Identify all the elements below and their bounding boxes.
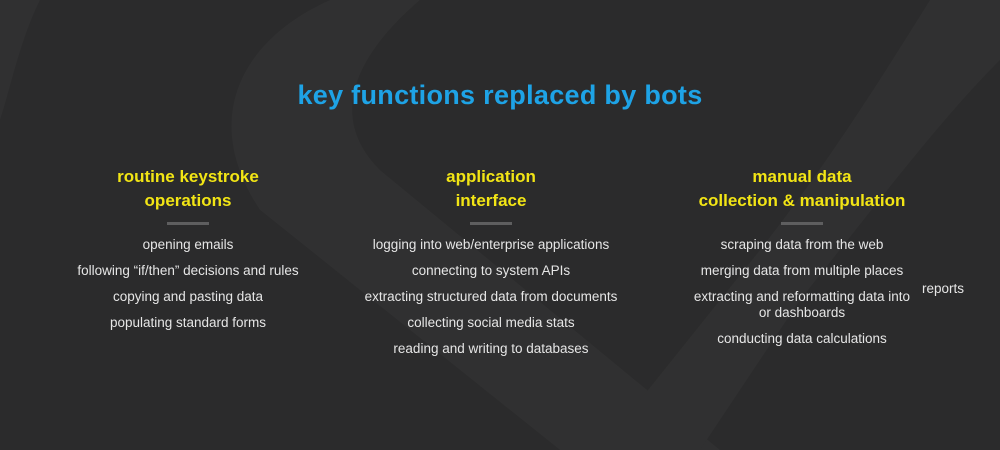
list-item: conducting data calculations [717, 331, 887, 346]
list-item: logging into web/enterprise applications [372, 237, 610, 252]
page-title: key functions replaced by bots [297, 80, 703, 110]
list-item-line: or dashboards [758, 305, 846, 320]
column-heading-line: interface [455, 191, 527, 210]
list-item: opening emails [142, 237, 234, 252]
list-item-wrapped: extracting and reformatting data into or… [650, 281, 964, 321]
column-manual-data: manual data collection & manipulation sc… [650, 165, 964, 357]
list-item: following “if/then” decisions and rules [77, 263, 299, 278]
list-item: scraping data from the web [720, 237, 884, 252]
column-heading: routine keystroke operations [40, 165, 336, 213]
column-heading-line: operations [144, 191, 232, 210]
column-heading: application interface [340, 165, 642, 213]
column-heading: manual data collection & manipulation [650, 165, 954, 213]
column-heading-line: application [446, 167, 536, 186]
divider [781, 222, 823, 225]
list-item: connecting to system APIs [411, 263, 571, 278]
list-item: copying and pasting data [112, 289, 264, 304]
list-item: reading and writing to databases [393, 341, 589, 356]
list-item: collecting social media stats [407, 315, 575, 330]
column-heading-line: collection & manipulation [698, 191, 906, 210]
list-item: extracting structured data from document… [364, 289, 618, 304]
column-routine-keystroke: routine keystroke operations opening ema… [40, 165, 336, 341]
list-item-line: extracting and reformatting data into [693, 289, 911, 304]
column-heading-line: manual data [752, 167, 852, 186]
list-item: populating standard forms [109, 315, 267, 330]
divider [167, 222, 209, 225]
column-heading-line: routine keystroke [117, 167, 259, 186]
column-application-interface: application interface logging into web/e… [340, 165, 642, 367]
list-item-suffix: reports [921, 281, 964, 296]
list-item: merging data from multiple places [700, 263, 904, 278]
divider [470, 222, 512, 225]
